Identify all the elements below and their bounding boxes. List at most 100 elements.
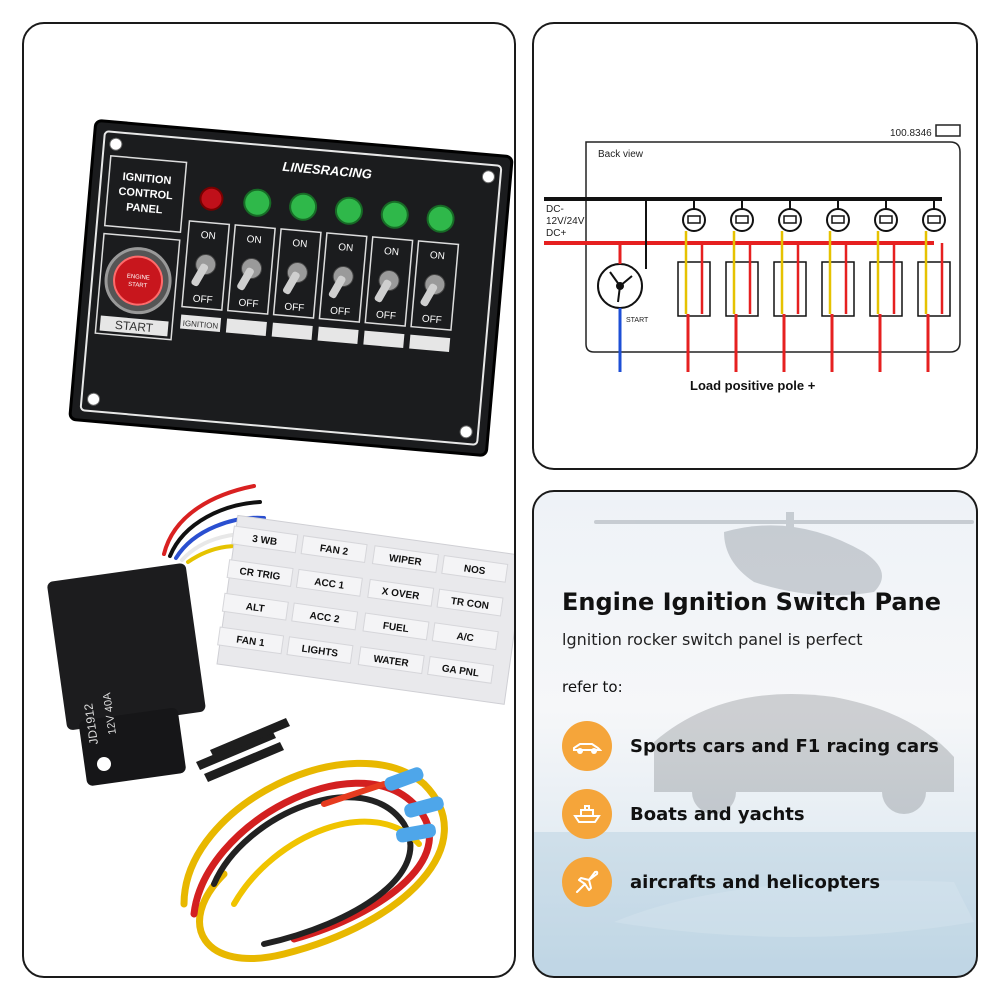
diagram-switch-1 xyxy=(677,199,711,372)
sticker-tile xyxy=(221,592,289,621)
sticker-tile xyxy=(441,554,509,583)
diagram-switch-group xyxy=(677,199,951,372)
sticker-tile xyxy=(371,545,439,574)
ignition-label: IGNITION xyxy=(182,319,218,331)
sticker-label: 3 WB xyxy=(251,534,277,548)
toggle-switch-1[interactable]: ON OFF xyxy=(181,220,231,311)
switch-off-label: OFF xyxy=(375,310,396,323)
switch-off-label: OFF xyxy=(238,298,259,311)
sticker-label: GA PNL xyxy=(441,663,480,679)
sticker-tile xyxy=(291,602,359,631)
boat-icon xyxy=(562,789,612,839)
switch-off-label: OFF xyxy=(421,314,442,327)
switch-on-label: ON xyxy=(246,234,262,246)
relay: 12V 40A JD1912 xyxy=(47,563,206,786)
sticker-label: WATER xyxy=(373,654,410,670)
panel-title-line-3: PANEL xyxy=(126,201,164,216)
panel-title-line-1: IGNITION xyxy=(122,171,172,187)
panel-title-line-2: CONTROL xyxy=(118,186,174,203)
diagram-switch-4 xyxy=(821,199,855,372)
use-case-label: Sports cars and F1 racing cars xyxy=(630,735,939,757)
led-green-2 xyxy=(289,192,318,221)
product-photo-card: IGNITION CONTROL PANEL LINESRACING ENGIN… xyxy=(22,22,516,978)
led-green-5 xyxy=(426,204,455,233)
sticker-label: LIGHTS xyxy=(301,644,339,660)
start-terminal-label: START xyxy=(626,317,649,324)
sticker-tile xyxy=(231,525,299,554)
sticker-tile xyxy=(367,578,435,607)
relay-rating: 12V 40A xyxy=(101,691,119,735)
switch-on-label: ON xyxy=(200,230,216,242)
sticker-label: NOS xyxy=(463,563,486,577)
application-info-card: Engine Ignition Switch Pane lgnition roc… xyxy=(532,490,978,978)
switch-off-label: OFF xyxy=(330,306,351,319)
sticker-label: ALT xyxy=(245,601,265,614)
sticker-label: FUEL xyxy=(382,621,409,636)
refer-to-label: refer to: xyxy=(562,678,623,696)
sticker-label: ACC 2 xyxy=(309,610,341,625)
airplane-icon xyxy=(562,857,612,907)
diagram-switch-5 xyxy=(869,199,903,372)
sticker-tile xyxy=(357,646,425,675)
sticker-label: ACC 1 xyxy=(314,577,346,592)
toggle-switch-2[interactable]: ON OFF xyxy=(226,224,276,315)
start-label: START xyxy=(114,318,154,335)
use-case-label: aircrafts and helicopters xyxy=(630,871,881,893)
led-green-4 xyxy=(380,200,409,229)
diagram-switch-3 xyxy=(773,199,807,372)
use-case-aircraft: aircrafts and helicopters xyxy=(562,856,880,908)
dc-plus-label: DC+ xyxy=(546,228,566,239)
led-green-3 xyxy=(334,196,363,225)
switch-off-label: OFF xyxy=(284,302,305,315)
toggle-switch-4[interactable]: ON OFF xyxy=(318,232,368,323)
switch-on-label: ON xyxy=(338,242,354,254)
ignition-panel: IGNITION CONTROL PANEL LINESRACING ENGIN… xyxy=(68,119,514,457)
switch-on-label: ON xyxy=(292,238,308,250)
switch-on-label: ON xyxy=(429,250,445,262)
wiring-diagram-card: 100.8346 Back view DC- 12V/24V DC+ START… xyxy=(532,22,978,470)
sticker-label: A/C xyxy=(456,631,475,644)
diagram-switch-6 xyxy=(917,199,951,372)
use-case-sports-cars: Sports cars and F1 racing cars xyxy=(562,720,939,772)
engine-start-text-2: START xyxy=(128,282,148,290)
led-green-1 xyxy=(243,188,272,217)
wire-harness xyxy=(180,759,448,962)
sticker-tile xyxy=(436,588,504,617)
switch-on-label: ON xyxy=(384,246,400,258)
sticker-tile xyxy=(286,636,354,665)
info-title: Engine Ignition Switch Pane xyxy=(562,588,941,616)
diagram-switch-2 xyxy=(725,199,759,372)
sticker-tile xyxy=(431,622,499,651)
sticker-tile xyxy=(217,626,285,655)
info-subtitle: lgnition rocker switch panel is perfect xyxy=(562,630,863,649)
use-case-label: Boats and yachts xyxy=(630,803,805,825)
sticker-label: TR CON xyxy=(450,596,490,612)
use-case-boats: Boats and yachts xyxy=(562,788,805,840)
engine-start-button[interactable] xyxy=(112,255,164,307)
led-red xyxy=(199,186,224,211)
sticker-tile xyxy=(295,568,363,597)
model-code: 100.8346 xyxy=(890,128,932,139)
race-car-icon xyxy=(562,721,612,771)
sticker-label: FAN 2 xyxy=(319,543,349,558)
sticker-tile xyxy=(300,535,368,564)
engine-start-text-1: ENGINE xyxy=(127,274,150,282)
sticker-tile xyxy=(362,612,430,641)
load-positive-label: Load positive pole + xyxy=(690,378,816,393)
toggle-switch-6[interactable]: ON OFF xyxy=(410,240,460,331)
product-illustration: IGNITION CONTROL PANEL LINESRACING ENGIN… xyxy=(47,119,514,962)
back-view-label: Back view xyxy=(598,149,644,160)
relay-model: JD1912 xyxy=(81,702,101,745)
dc-minus-label: DC- xyxy=(546,204,564,215)
sticker-tile xyxy=(226,559,294,587)
toggle-switch-3[interactable]: ON OFF xyxy=(272,228,322,319)
sticker-label: WIPER xyxy=(388,553,423,569)
toggle-switch-5[interactable]: ON OFF xyxy=(364,236,414,327)
screws xyxy=(196,718,290,782)
voltage-label: 12V/24V xyxy=(546,216,585,227)
sticker-tile xyxy=(427,655,495,684)
switch-off-label: OFF xyxy=(192,294,213,307)
sticker-label: X OVER xyxy=(381,586,421,602)
